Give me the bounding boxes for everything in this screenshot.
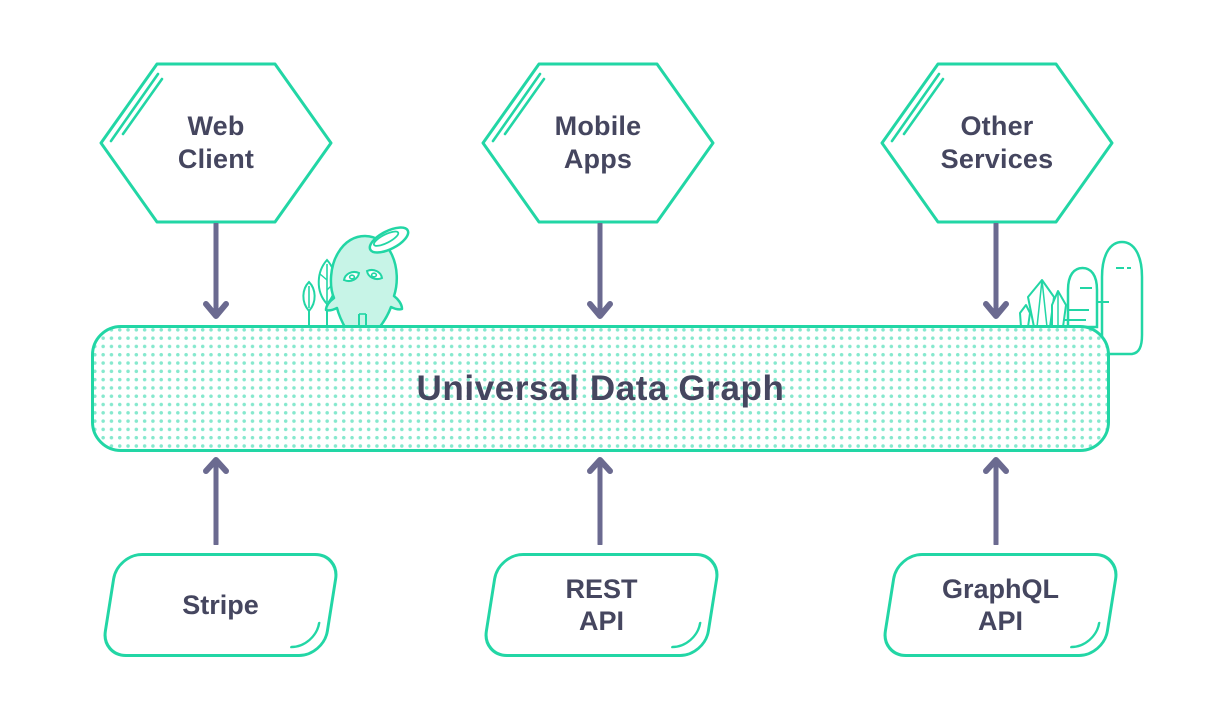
source-box-shape — [480, 553, 723, 657]
corner-arc-icon — [671, 621, 702, 649]
source-node-label: REST API — [565, 573, 638, 636]
client-node-label: Other Services — [940, 111, 1054, 174]
client-node-web-client: Web Client — [99, 62, 333, 224]
source-node-stripe: Stripe — [99, 553, 342, 657]
corner-arc-icon — [1070, 621, 1101, 649]
source-box-shape — [99, 553, 342, 657]
hexagon-outline — [481, 62, 715, 224]
hub-title: Universal Data Graph — [416, 368, 785, 408]
arrow-up-icon — [587, 457, 613, 545]
source-node-rest-api: REST API — [480, 553, 723, 657]
hub-bar: Universal Data Graph — [91, 325, 1110, 452]
client-node-label: Web Client — [177, 111, 255, 174]
source-node-graphql-api: GraphQL API — [879, 553, 1122, 657]
arrow-up-icon — [203, 457, 229, 545]
arrow-up-icon — [983, 457, 1009, 545]
arrow-down-icon — [983, 223, 1009, 319]
source-node-label: GraphQL API — [941, 573, 1059, 636]
arrow-down-icon — [587, 223, 613, 319]
crystals-hills-icon — [1019, 240, 1144, 356]
client-node-mobile-apps: Mobile Apps — [481, 62, 715, 224]
hexagon-outline — [880, 62, 1114, 224]
corner-arc-icon — [290, 621, 321, 649]
client-node-label: Mobile Apps — [554, 111, 642, 174]
arrow-down-icon — [203, 223, 229, 319]
source-node-label: Stripe — [182, 589, 259, 620]
ghost-mascot-icon — [302, 226, 410, 330]
hexagon-outline — [99, 62, 333, 224]
source-box-shape — [879, 553, 1122, 657]
client-node-other-services: Other Services — [880, 62, 1114, 224]
